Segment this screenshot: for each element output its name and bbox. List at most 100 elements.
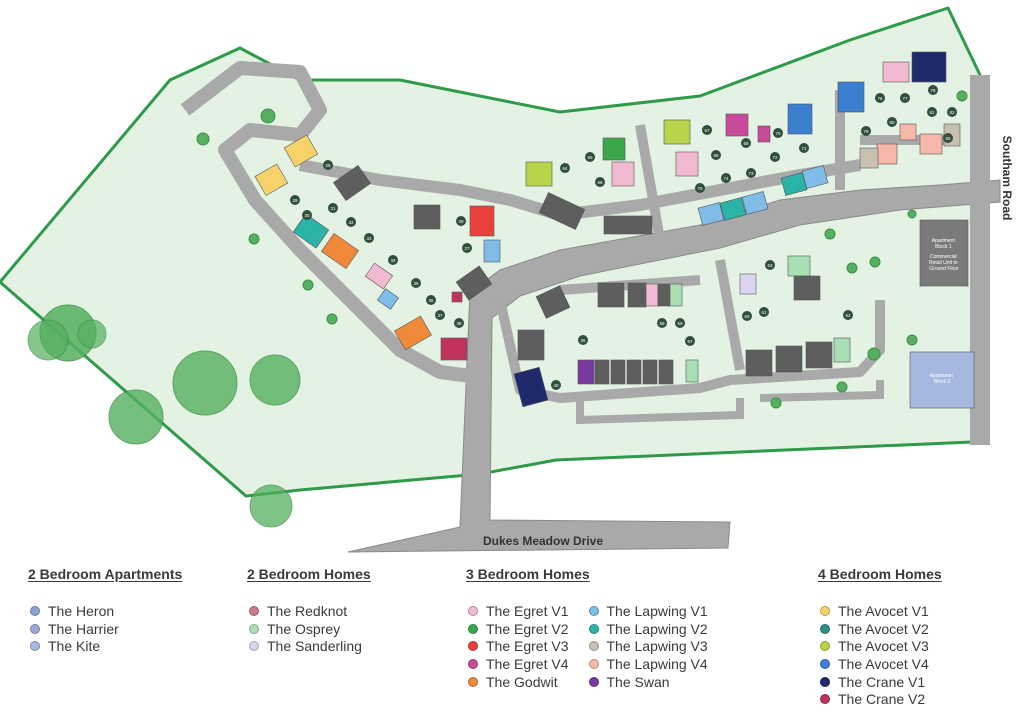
legend-item: The Lapwing V2 [587, 620, 708, 638]
legend-heading: 2 Bedroom Apartments [28, 566, 183, 582]
color-swatch [820, 658, 830, 669]
legend-4-bed-homes: 4 Bedroom Homes The Avocet V1 The Avocet… [818, 566, 942, 716]
color-swatch [588, 623, 599, 634]
legend-3-bed-homes: 3 Bedroom Homes The Egret V1 The Egret V… [466, 566, 708, 716]
legend-item: The Avocet V1 [818, 602, 929, 620]
color-swatch [468, 623, 478, 634]
color-swatch [820, 694, 830, 705]
parking-road [576, 380, 884, 425]
plot-number: 31 [330, 206, 336, 211]
color-swatch [588, 605, 599, 616]
color-swatch [820, 605, 830, 616]
legend-column: The Avocet V1 The Avocet V2 The Avocet V… [818, 602, 929, 708]
west-loop-road [180, 61, 471, 383]
plot-number: 76 [877, 96, 883, 101]
plot-number: 38 [456, 321, 462, 326]
plot-number: 34 [390, 258, 396, 263]
plot-number: 36 [428, 298, 434, 303]
legend-item: The Crane V1 [818, 673, 929, 691]
plot-number: 65 [587, 155, 593, 160]
legend-heading: 2 Bedroom Homes [247, 566, 371, 582]
plot-number: 70 [775, 131, 781, 136]
legend-item: The Crane V2 [818, 690, 929, 708]
plot-number: 82 [949, 110, 955, 115]
color-swatch [249, 623, 259, 634]
legend-apartments: 2 Bedroom Apartments The Heron The Harri… [28, 566, 182, 716]
legend-item: The Lapwing V1 [587, 602, 708, 620]
legend-item: The Heron [28, 602, 119, 620]
plot-number: 78 [930, 88, 936, 93]
plot-number: 29 [292, 198, 298, 203]
plot-number: 81 [929, 110, 935, 115]
plot-markers [290, 85, 957, 390]
plot-number: 68 [713, 153, 719, 158]
legend-item: The Egret V3 [466, 637, 569, 655]
legend-item: The Avocet V2 [818, 620, 929, 638]
house-plots [254, 51, 975, 409]
plot-number: 66 [597, 180, 603, 185]
plot-number: 71 [801, 146, 807, 151]
legend-item: The Lapwing V3 [587, 637, 708, 655]
legend-item: The Avocet V4 [818, 655, 929, 673]
apartment-block-2-label: Apartment Block 2 [930, 373, 954, 385]
color-swatch [249, 641, 259, 652]
legend-item: The Egret V1 [466, 602, 569, 620]
legend-heading: 3 Bedroom Homes [466, 566, 590, 582]
plot-number: 59 [677, 321, 683, 326]
color-swatch [468, 641, 478, 652]
color-swatch [588, 658, 599, 669]
apartment-block-1-label: Apartment Block 1 Commercial Retail Unit… [929, 238, 959, 272]
legend-column: The Lapwing V1 The Lapwing V2 The Lapwin… [587, 602, 708, 690]
plot-number: 62 [845, 313, 851, 318]
plot-number: 57 [687, 339, 693, 344]
plot-number: 27 [464, 246, 470, 251]
color-swatch [30, 623, 40, 634]
legend-column: The Heron The Harrier The Kite [28, 602, 119, 655]
site-map: Apartment Block 1 Commercial Retail Unit… [0, 6, 1014, 553]
plot-number: 83 [945, 136, 951, 141]
legend-column: The Redknot The Osprey The Sanderling [247, 602, 362, 655]
legend-item: The Sanderling [247, 637, 362, 655]
plot-number: 60 [744, 314, 750, 319]
legend-item: The Egret V2 [466, 620, 569, 638]
plot-number: 75 [697, 186, 703, 191]
plot-number: 39 [458, 219, 464, 224]
plot-number: 74 [723, 176, 729, 181]
color-swatch [588, 676, 599, 687]
southam-road [970, 75, 990, 445]
legend-item: The Avocet V3 [818, 637, 929, 655]
plot-number: 61 [761, 310, 767, 315]
legend-item: The Redknot [247, 602, 362, 620]
legend-column: The Egret V1 The Egret V2 The Egret V3 T… [466, 602, 569, 690]
legend-item: The Kite [28, 637, 119, 655]
plot-number: 30 [304, 213, 310, 218]
plot-number: 37 [437, 313, 443, 318]
legend-item: The Swan [587, 673, 708, 691]
plot-number: 80 [889, 120, 895, 125]
legend-item: The Egret V4 [466, 655, 569, 673]
legend-item: The Harrier [28, 620, 119, 638]
dukes-meadow-drive [347, 179, 1001, 553]
color-swatch [30, 641, 40, 652]
southam-road-label: Southam Road [1000, 136, 1014, 221]
legend-item: The Osprey [247, 620, 362, 638]
dukes-meadow-drive-label: Dukes Meadow Drive [483, 534, 603, 548]
legend-item: The Godwit [466, 673, 569, 691]
plot-number: 72 [772, 155, 778, 160]
plot-number: 77 [902, 96, 908, 101]
plot-number: 79 [863, 129, 869, 134]
plot-number: 40 [553, 383, 559, 388]
plot-number: 67 [704, 128, 710, 133]
color-swatch [249, 605, 259, 616]
color-swatch [820, 641, 830, 652]
color-swatch [468, 676, 478, 687]
color-swatch [468, 605, 478, 616]
color-swatch [588, 641, 599, 652]
plot-number: 69 [743, 141, 749, 146]
plot-number: 26 [580, 338, 586, 343]
plot-number: 63 [767, 263, 773, 268]
plot-number: 32 [348, 220, 354, 225]
color-swatch [820, 676, 830, 687]
legend-item: The Lapwing V4 [587, 655, 708, 673]
legend-2-bed-homes: 2 Bedroom Homes The Redknot The Osprey T… [247, 566, 371, 716]
